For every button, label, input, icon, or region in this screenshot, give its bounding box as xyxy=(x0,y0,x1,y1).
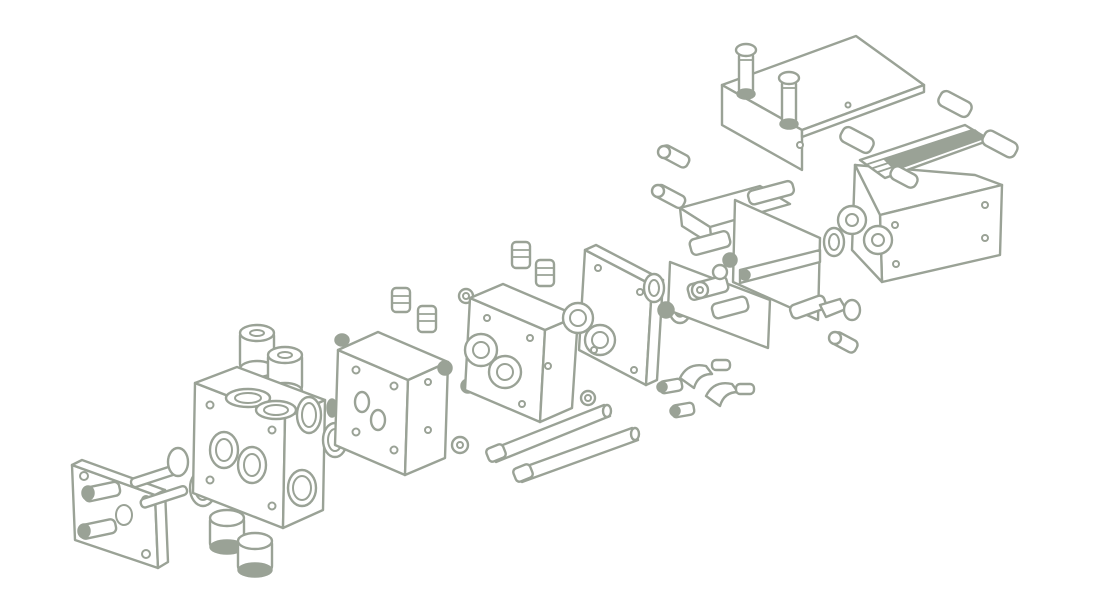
bracket xyxy=(666,179,846,350)
motor-housing xyxy=(836,89,1019,284)
screw xyxy=(390,240,556,334)
o-ring xyxy=(657,263,729,319)
screw xyxy=(650,144,859,419)
valve-body xyxy=(191,365,327,530)
gear-plate xyxy=(463,282,580,424)
manifold-plate xyxy=(333,330,450,477)
elbow-fitting xyxy=(678,297,862,408)
top-cover-plate xyxy=(720,34,926,172)
pump-cover xyxy=(561,243,693,387)
shaft xyxy=(485,403,641,484)
plug-cap xyxy=(208,323,304,578)
end-flange xyxy=(70,458,189,570)
